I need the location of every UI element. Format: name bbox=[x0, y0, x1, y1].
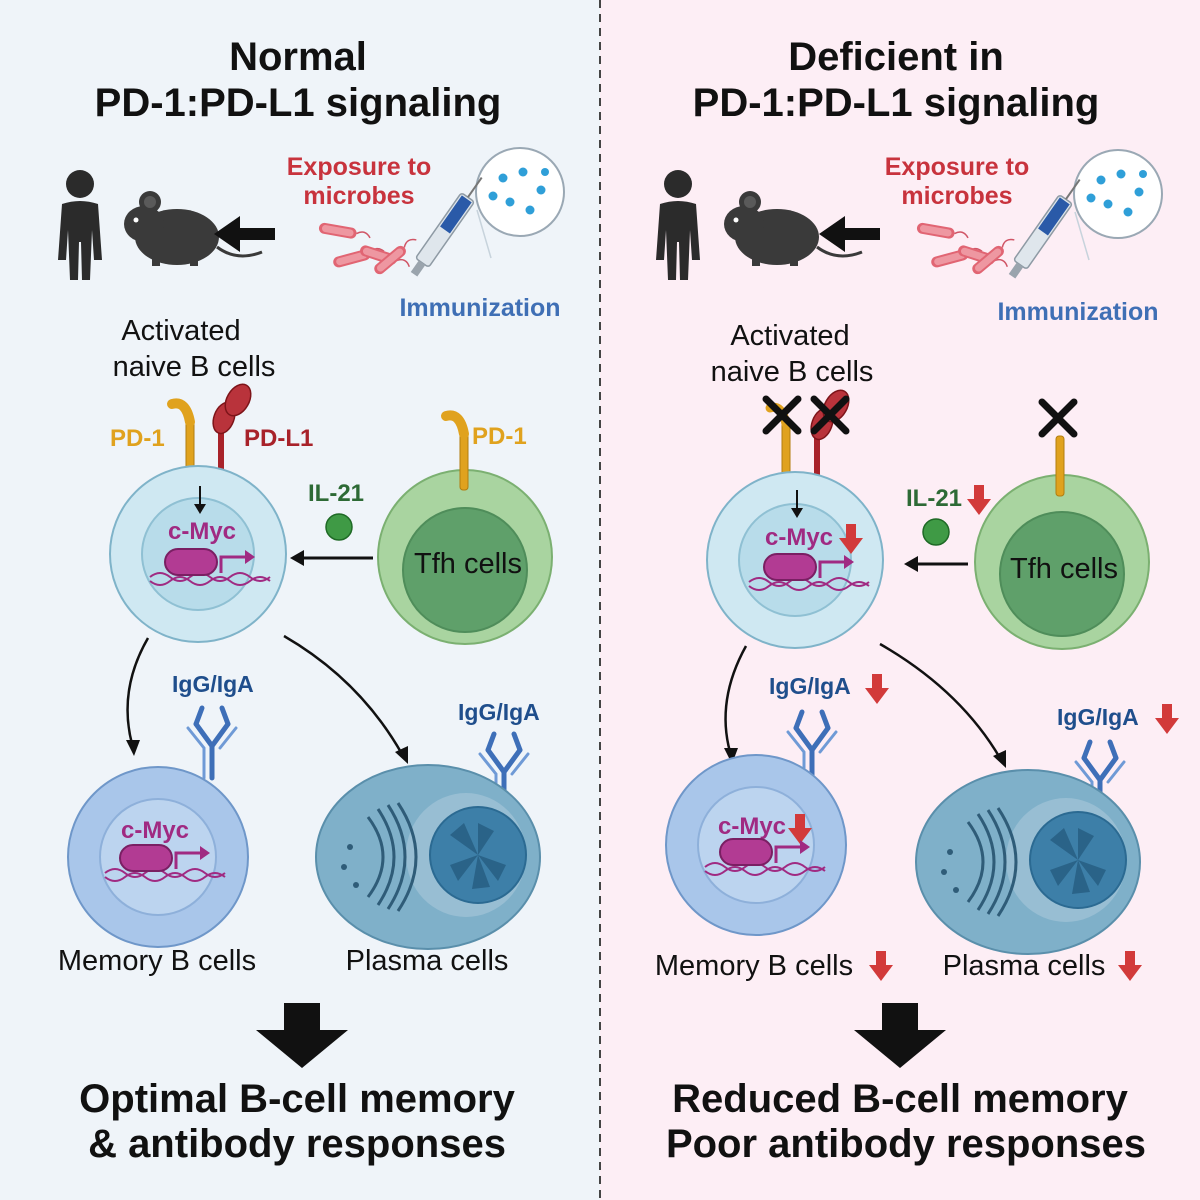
right-outcome-line1: Reduced B-cell memory bbox=[672, 1077, 1128, 1121]
microbes-label-line2: microbes bbox=[303, 182, 414, 210]
microbes-label-line1: Exposure to bbox=[885, 153, 1029, 181]
il21-molecule-icon bbox=[922, 518, 950, 546]
plasma-label: Plasma cells bbox=[346, 945, 509, 977]
plasma-cell bbox=[914, 768, 1142, 956]
il21-arrow bbox=[904, 556, 918, 572]
memory-label: Memory B cells bbox=[655, 950, 853, 982]
left-title-line1: Normal bbox=[229, 35, 367, 79]
tfh-pd1-label: PD-1 bbox=[472, 423, 527, 450]
arrow-left-icon bbox=[214, 216, 275, 252]
il21-label: IL-21 bbox=[308, 480, 364, 507]
cmyc-label: c-Myc bbox=[765, 524, 833, 551]
memory-igg-label: IgG/IgA bbox=[172, 671, 254, 697]
activated-label-line1: Activated bbox=[730, 320, 849, 352]
activated-label-line1: Activated bbox=[121, 315, 240, 347]
left-panel: Normal PD-1:PD-L1 signaling Exposure to … bbox=[58, 35, 565, 1166]
memory-igg-label: IgG/IgA bbox=[769, 673, 851, 699]
tfh-label: Tfh cells bbox=[1010, 553, 1118, 585]
cmyc-label: c-Myc bbox=[168, 518, 236, 545]
tfh-label: Tfh cells bbox=[414, 548, 522, 580]
plasma-igg-label: IgG/IgA bbox=[458, 699, 540, 725]
outcome-arrow-icon bbox=[256, 1003, 348, 1068]
tfh-cell bbox=[377, 410, 553, 645]
memory-cmyc-label: c-Myc bbox=[121, 817, 189, 844]
activated-label-line2: naive B cells bbox=[113, 351, 276, 383]
activated-label-line2: naive B cells bbox=[711, 356, 874, 388]
microbes-label-line1: Exposure to bbox=[287, 153, 431, 181]
il21-molecule-icon bbox=[325, 513, 353, 541]
tfh-cell bbox=[974, 435, 1150, 650]
pd1-label: PD-1 bbox=[110, 425, 165, 452]
microbes-label-line2: microbes bbox=[901, 182, 1012, 210]
memory-label: Memory B cells bbox=[58, 945, 256, 977]
il21-arrow bbox=[290, 550, 304, 566]
outcome-arrow-icon bbox=[854, 1003, 946, 1068]
right-outcome-line2: Poor antibody responses bbox=[666, 1122, 1146, 1166]
plasma-cell bbox=[314, 763, 542, 951]
immunization-label: Immunization bbox=[997, 298, 1158, 326]
right-title-line2: PD-1:PD-L1 signaling bbox=[693, 81, 1100, 125]
left-title-line2: PD-1:PD-L1 signaling bbox=[95, 81, 502, 125]
left-outcome-line2: & antibody responses bbox=[88, 1122, 506, 1166]
arrow-left-icon bbox=[819, 216, 880, 252]
right-title-line1: Deficient in bbox=[788, 35, 1004, 79]
il21-label: IL-21 bbox=[906, 485, 962, 512]
immunization-label: Immunization bbox=[399, 294, 560, 322]
right-panel: Deficient in PD-1:PD-L1 signaling Exposu… bbox=[655, 35, 1179, 1166]
pdl1-label: PD-L1 bbox=[244, 425, 313, 452]
plasma-label: Plasma cells bbox=[943, 950, 1106, 982]
plasma-igg-label: IgG/IgA bbox=[1057, 704, 1139, 730]
memory-cmyc-label: c-Myc bbox=[718, 813, 786, 840]
left-outcome-line1: Optimal B-cell memory bbox=[79, 1077, 515, 1121]
